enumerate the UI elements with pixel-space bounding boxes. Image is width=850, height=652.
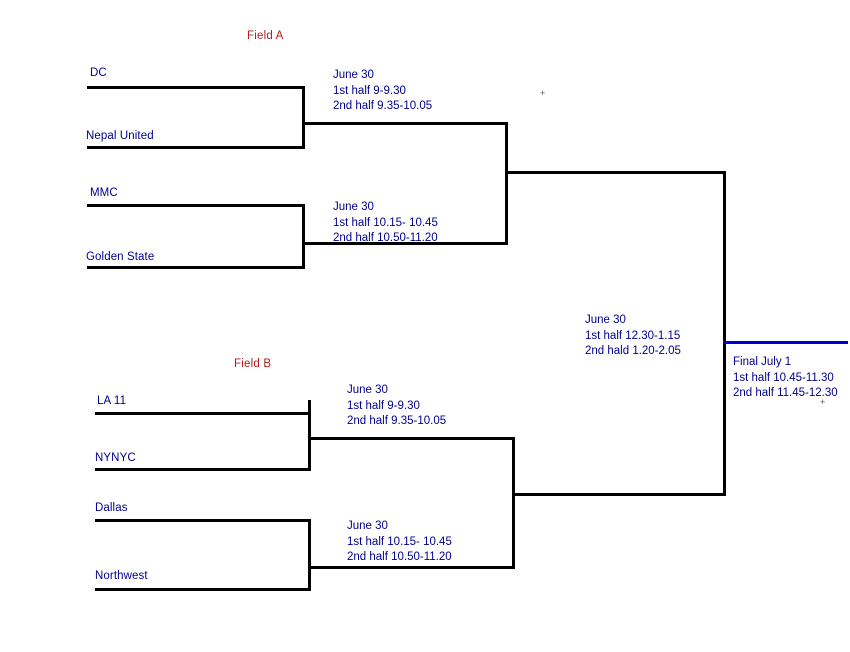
bracket-line-mmc <box>87 204 305 207</box>
bracket-connector-b-quarter-1 <box>308 400 311 471</box>
stray-mark-upper: + <box>540 88 546 98</box>
bracket-line-golden-state <box>87 266 305 269</box>
match-info-a-quarter-2: June 30 1st half 10.15- 10.45 2nd half 1… <box>333 201 438 244</box>
bracket-line-nynyc <box>95 468 311 471</box>
match-info-b-quarter-2: June 30 1st half 10.15- 10.45 2nd half 1… <box>347 520 452 563</box>
bracket-connector-b-quarter-2 <box>308 519 311 591</box>
bracket-connector-a-quarter-1 <box>302 86 305 149</box>
field-b-label: Field B <box>234 358 272 370</box>
bracket-line-la-11 <box>95 412 311 415</box>
team-label-golden-state: Golden State <box>86 251 155 263</box>
bracket-advance-semifinal-top <box>505 171 726 174</box>
bracket-line-final <box>723 341 848 344</box>
bracket-advance-semifinal-bottom <box>512 493 726 496</box>
team-label-nepal-united: Nepal United <box>86 130 154 142</box>
team-label-nynyc: NYNYC <box>95 452 136 464</box>
bracket-line-dc <box>87 86 305 89</box>
bracket-line-northwest <box>95 588 311 591</box>
team-label-mmc: MMC <box>90 187 118 199</box>
match-info-final: Final July 1 1st half 10.45-11.30 2nd ha… <box>733 356 838 399</box>
bracket-connector-semifinal-bottom <box>512 437 515 569</box>
field-a-label: Field A <box>247 30 284 42</box>
match-info-b-quarter-1: June 30 1st half 9-9.30 2nd half 9.35-10… <box>347 384 447 427</box>
match-info-a-quarter-1: June 30 1st half 9-9.30 2nd half 9.35-10… <box>333 69 433 112</box>
team-label-la-11: LA 11 <box>97 395 127 407</box>
stray-mark-lower: + <box>820 397 826 407</box>
bracket-advance-a-quarter-2 <box>302 242 508 245</box>
team-label-northwest: Northwest <box>95 570 148 582</box>
match-info-semifinal: June 30 1st half 12.30-1.15 2nd hald 1.2… <box>585 314 681 357</box>
bracket-connector-a-quarter-2 <box>302 204 305 269</box>
bracket-advance-b-quarter-2 <box>308 566 515 569</box>
team-label-dc: DC <box>90 67 107 79</box>
bracket-advance-b-quarter-1 <box>308 437 515 440</box>
bracket-connector-final <box>723 171 726 496</box>
bracket-line-nepal-united <box>87 146 305 149</box>
bracket-advance-a-quarter-1 <box>302 122 508 125</box>
bracket-connector-semifinal-top <box>505 122 508 245</box>
team-label-dallas: Dallas <box>95 502 128 514</box>
bracket-line-dallas <box>95 519 311 522</box>
